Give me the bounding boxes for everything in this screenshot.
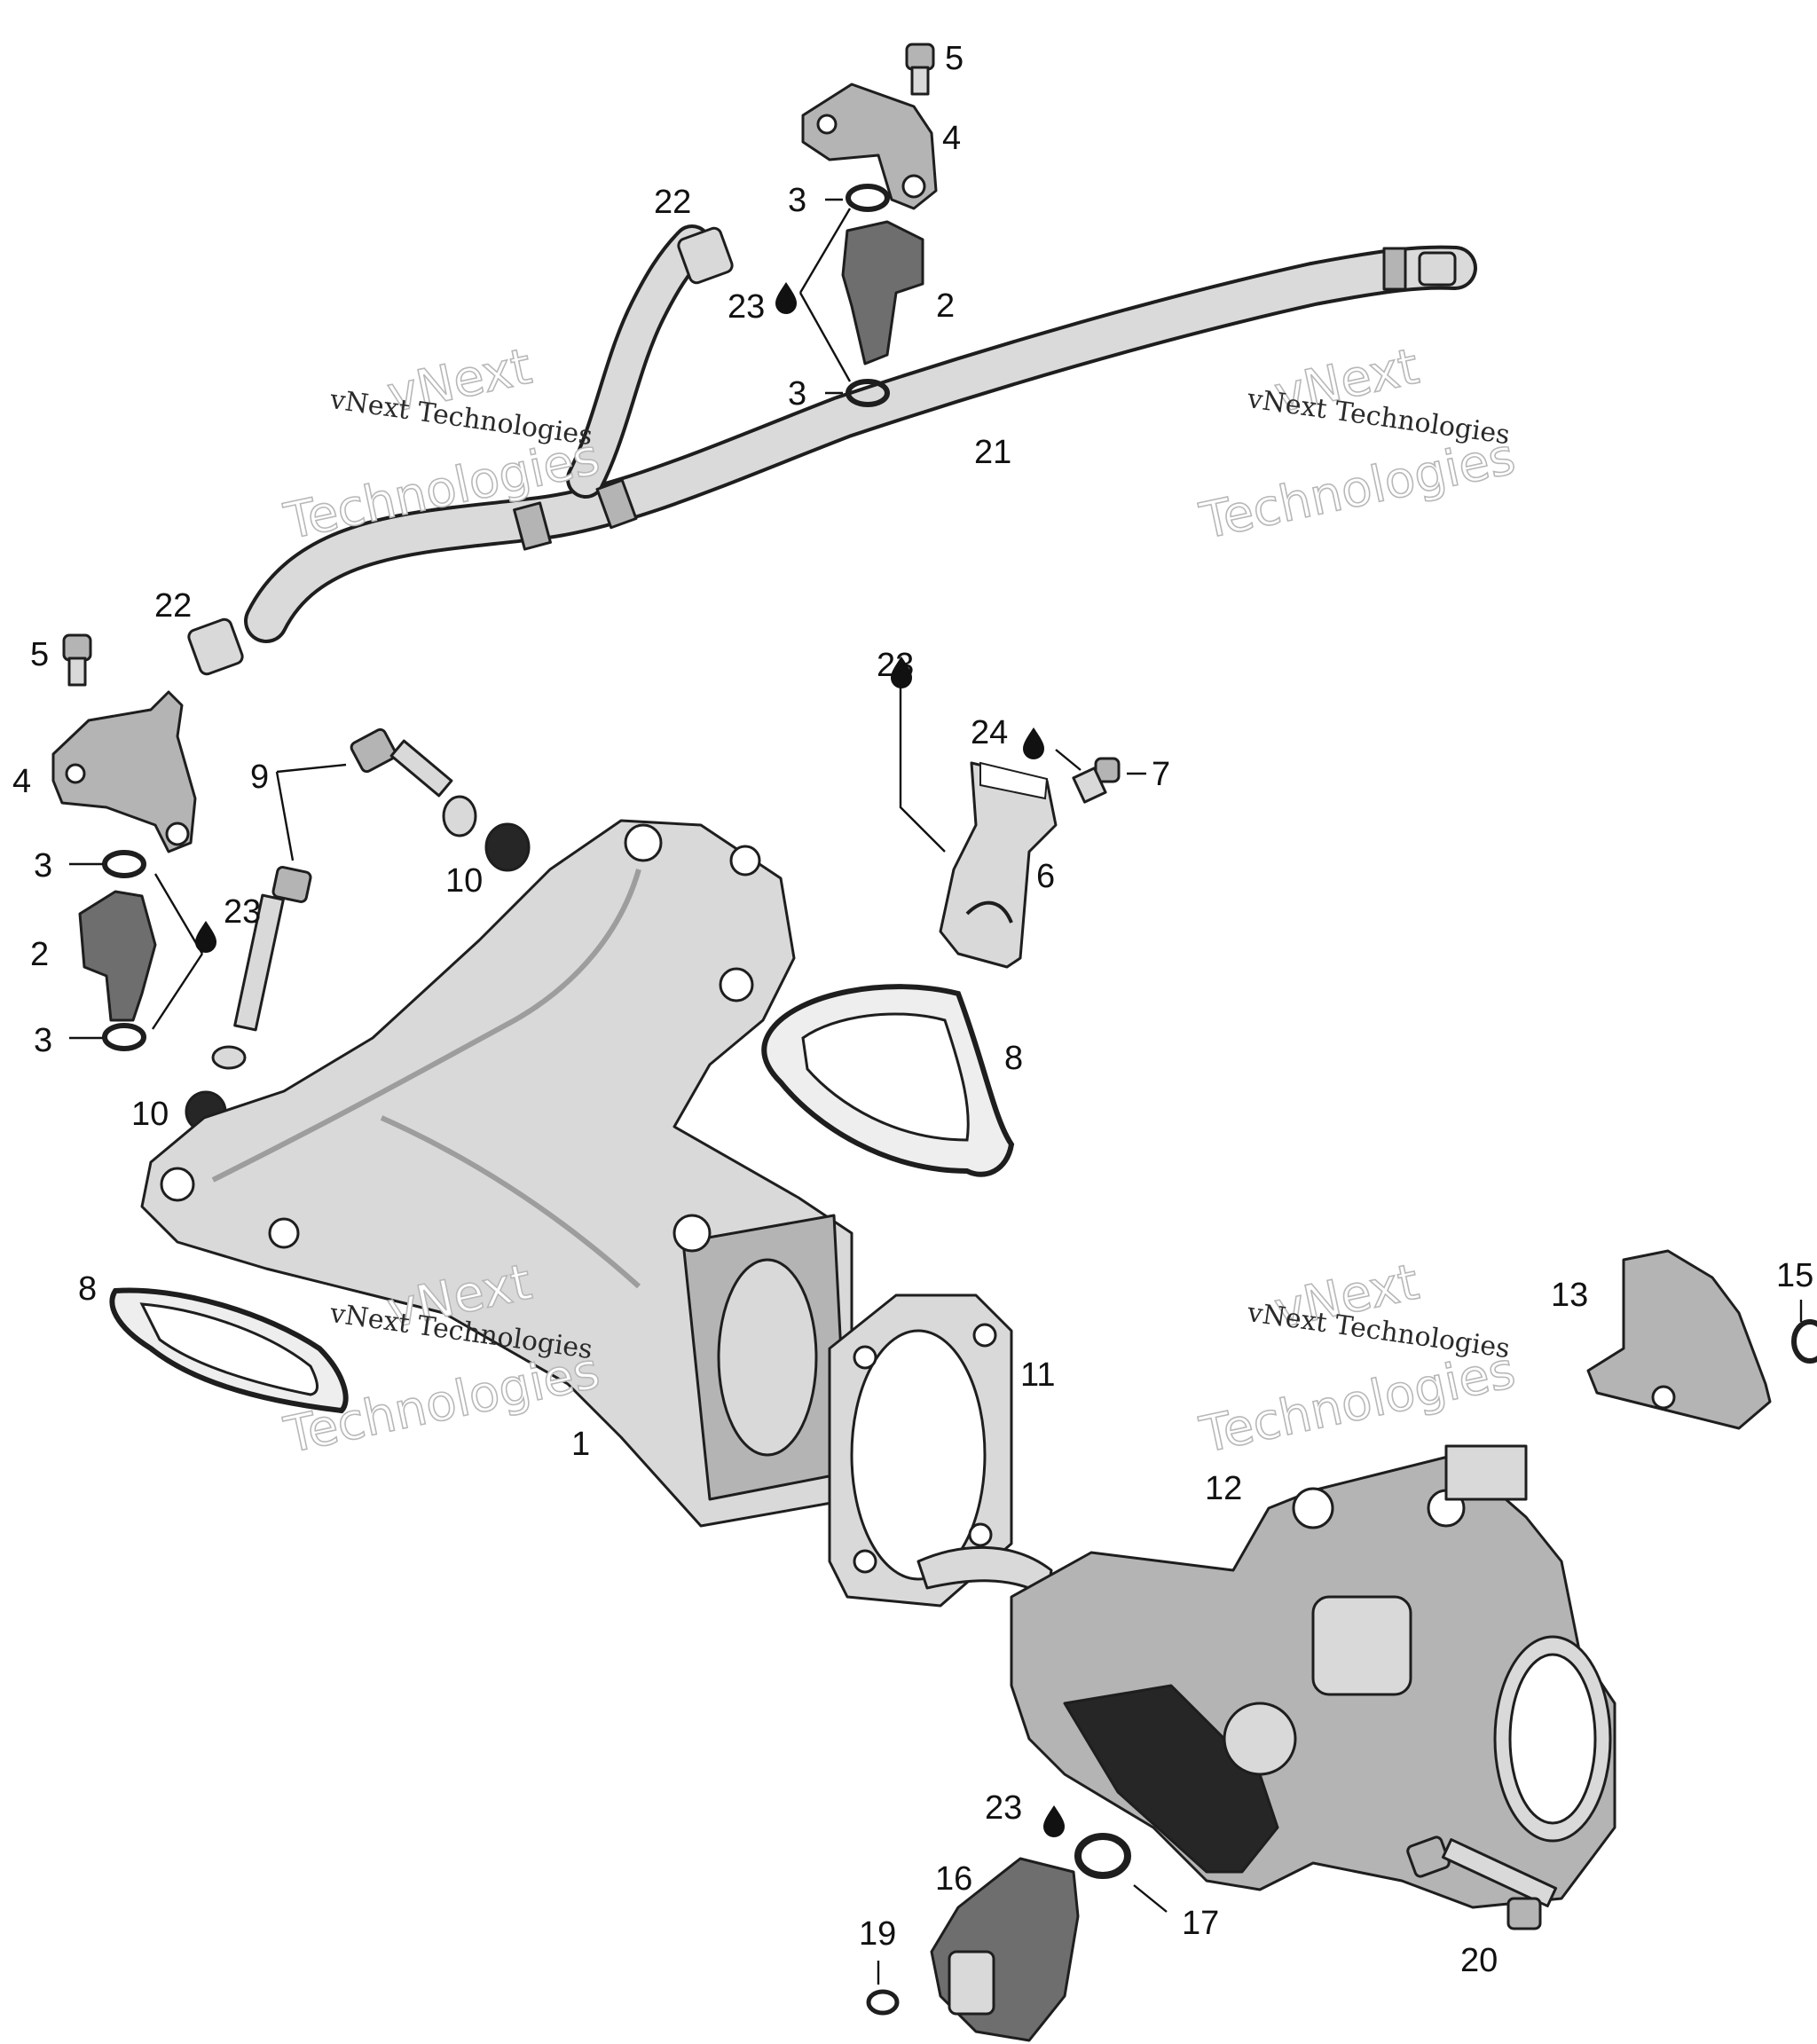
callout-10: 10 — [131, 1096, 169, 1133]
o-ring-top-2 — [846, 379, 890, 407]
callout-9: 9 — [250, 759, 269, 796]
throttle-bolt — [1406, 1836, 1558, 1930]
callout-labels: 5 4 22 3 23 2 3 21 22 5 4 3 2 3 9 23 10 … — [12, 40, 1813, 1979]
callout-19: 19 — [859, 1915, 896, 1953]
callout-3: 3 — [788, 375, 806, 413]
bolt-long — [233, 866, 312, 1032]
bolt-upper — [350, 727, 453, 798]
watermark-top-right: vNext Technologies vNext Technologies — [1194, 337, 1521, 552]
o-ring-edge — [1791, 1319, 1817, 1364]
washer-lower — [211, 1045, 247, 1070]
callout-22: 22 — [654, 184, 691, 221]
callout-23: 23 — [985, 1789, 1022, 1827]
sensor-housing-top — [801, 83, 938, 210]
coolant-hose — [244, 224, 1477, 643]
callout-22: 22 — [154, 587, 192, 625]
callout-2: 2 — [936, 287, 955, 325]
callout-12: 12 — [1205, 1470, 1242, 1507]
callout-23: 23 — [224, 893, 261, 931]
callout-5: 5 — [945, 40, 964, 77]
watermark-word: Technologies — [1195, 428, 1520, 551]
oil-drop-icon — [891, 656, 912, 688]
callout-2: 2 — [30, 936, 49, 973]
callout-7: 7 — [1152, 756, 1170, 793]
idle-air-control-valve — [930, 1857, 1080, 2042]
throttle-position-sensor — [1586, 1249, 1772, 1430]
callout-11: 11 — [1020, 1356, 1055, 1394]
washer-upper — [442, 795, 477, 837]
oil-drop-icon — [1023, 727, 1044, 759]
callout-23: 23 — [728, 288, 765, 326]
gasket-upper — [761, 984, 1015, 1177]
small-o-ring — [866, 1989, 900, 2016]
callout-5: 5 — [30, 636, 49, 673]
callout-4: 4 — [942, 120, 961, 157]
watermark-bottom-right: vNext Technologies vNext Technologies — [1194, 1253, 1521, 1466]
clamp-screw — [1072, 757, 1121, 804]
hose-sleeve-left — [187, 617, 244, 676]
callout-24: 24 — [971, 714, 1008, 751]
callout-3: 3 — [34, 1022, 52, 1059]
callout-10: 10 — [445, 862, 483, 900]
hose-clamp — [939, 761, 1058, 969]
grommet-upper — [484, 822, 531, 872]
callout-8: 8 — [1004, 1040, 1023, 1077]
callout-6: 6 — [1036, 858, 1055, 895]
temperature-sensor-top — [841, 220, 924, 366]
callout-15: 15 — [1776, 1257, 1813, 1294]
intake-manifold — [140, 819, 853, 1528]
gasket-lower — [109, 1287, 349, 1414]
callout-20: 20 — [1460, 1942, 1498, 1979]
sensor-housing-left — [51, 690, 197, 853]
throttle-body — [916, 1444, 1616, 1909]
callout-1: 1 — [571, 1426, 590, 1463]
o-ring-left-2 — [102, 1023, 146, 1051]
hose-sleeve-upper — [677, 226, 734, 285]
leader-lines — [69, 198, 1803, 1985]
callout-13: 13 — [1551, 1277, 1588, 1314]
callout-17: 17 — [1182, 1905, 1219, 1942]
o-ring-idle — [1074, 1833, 1131, 1879]
callout-3: 3 — [788, 182, 806, 219]
oil-drop-icon — [1043, 1805, 1065, 1837]
callout-21: 21 — [974, 434, 1011, 471]
oil-drop-icon — [775, 282, 797, 314]
callout-4: 4 — [12, 763, 31, 800]
screw-left — [62, 633, 92, 687]
screw-top — [905, 43, 935, 96]
callout-16: 16 — [935, 1860, 972, 1898]
callout-23: 23 — [877, 647, 914, 684]
callout-8: 8 — [78, 1270, 97, 1308]
o-ring-left-1 — [102, 850, 146, 878]
callout-3: 3 — [34, 847, 52, 884]
throttle-spacer — [828, 1293, 1013, 1608]
oil-drop-icon — [195, 921, 216, 953]
temperature-sensor-left — [78, 890, 157, 1022]
o-ring-top-1 — [846, 184, 890, 212]
